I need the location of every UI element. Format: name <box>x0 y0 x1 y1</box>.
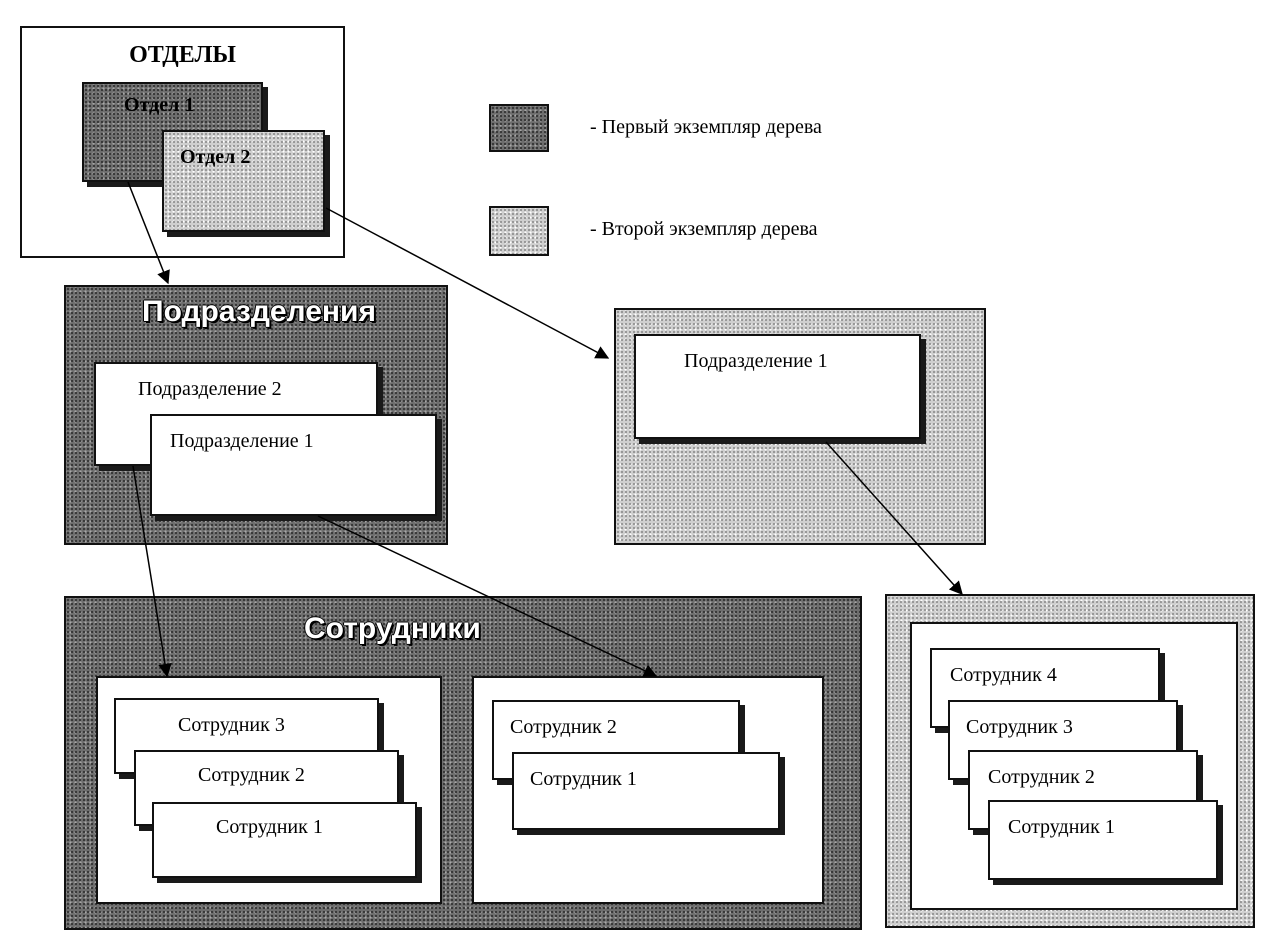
podrazdelenie2-label: Подразделение 2 <box>138 378 282 400</box>
tree2-sotrudnik-1-label: Сотрудник 1 <box>1008 816 1115 838</box>
podrazdeleniya-title: Подразделения <box>142 295 376 328</box>
sotrudnik-1-box: Сотрудник 1 <box>152 802 417 878</box>
arrow-tree2-podrazdelenie-to-sotrudniki <box>825 441 963 596</box>
sotrudnik-2-label: Сотрудник 2 <box>510 716 617 738</box>
sotrudnik-3-label: Сотрудник 3 <box>178 714 285 736</box>
sotrudnik-1-box: Сотрудник 1 <box>512 752 780 830</box>
podrazdelenie1-label: Подразделение 1 <box>170 430 314 452</box>
tree2-sotrudnik-3-label: Сотрудник 3 <box>966 716 1073 738</box>
arrow-otdel1-to-podrazdeleniya <box>127 181 170 285</box>
tree2-sotrudnik-1-box: Сотрудник 1 <box>988 800 1218 880</box>
legend-swatch-second <box>489 206 549 256</box>
arrow-podrazdelenie1-to-sotrudniki <box>317 515 658 677</box>
arrow-podrazdelenie2-to-sotrudniki <box>132 465 172 678</box>
tree2-podrazdelenie1-box: Подразделение 1 <box>634 334 921 439</box>
legend-swatch-first <box>489 104 549 152</box>
otdel2-label: Отдел 2 <box>180 146 251 168</box>
tree2-sotrudnik-2-label: Сотрудник 2 <box>988 766 1095 788</box>
sotrudniki-title: Сотрудники <box>304 612 481 645</box>
sotrudnik-2-label: Сотрудник 2 <box>198 764 305 786</box>
otdely-title: ОТДЕЛЫ <box>129 42 236 68</box>
legend-label-first: - Первый экземпляр дерева <box>590 116 822 138</box>
otdel1-label: Отдел 1 <box>124 94 195 116</box>
tree2-sotrudnik-4-label: Сотрудник 4 <box>950 664 1057 686</box>
otdel2-box: Отдел 2 <box>162 130 325 232</box>
sotrudnik-1-label: Сотрудник 1 <box>216 816 323 838</box>
sotrudnik-1-label: Сотрудник 1 <box>530 768 637 790</box>
podrazdelenie1-box: Подразделение 1 <box>150 414 437 516</box>
tree2-podrazdelenie1-label: Подразделение 1 <box>684 350 828 372</box>
arrow-otdel2-to-tree2-podrazdelenie <box>325 207 610 359</box>
legend-label-second: - Второй экземпляр дерева <box>590 218 818 240</box>
